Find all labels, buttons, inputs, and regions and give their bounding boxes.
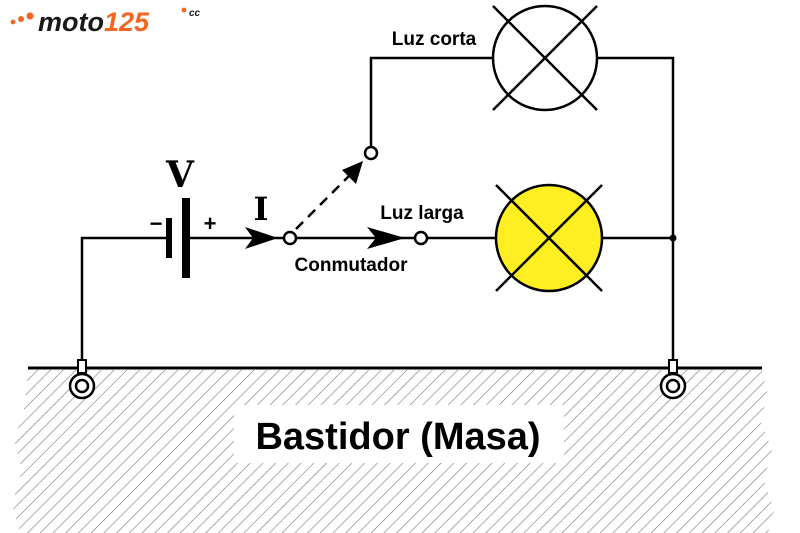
ground-label-background (234, 405, 564, 463)
switch-label: Conmutador (295, 255, 409, 276)
battery-plus-sign: + (204, 211, 217, 236)
logo-brand-suffix: cc (189, 8, 201, 19)
wire-left-ground (80, 236, 166, 362)
low-beam-lamp (491, 4, 599, 112)
high-beam-lamp-cross-b (495, 184, 603, 292)
ground-label: Bastidor (Masa) (255, 416, 540, 458)
switch-arrow (367, 227, 405, 249)
current-arrow (245, 227, 278, 249)
ground-terminal-right-icon (659, 359, 687, 400)
lowbeam-contact (363, 145, 379, 161)
battery-minus-sign: − (150, 211, 163, 236)
voltage-label: V (165, 154, 195, 196)
highbeam-contact (413, 230, 429, 246)
logo-dot-1 (10, 19, 16, 25)
junction-dot (669, 234, 677, 242)
high-beam-label: Luz larga (380, 203, 464, 224)
low-beam-label: Luz corta (392, 29, 477, 50)
logo-brand-number: 125 (104, 7, 150, 37)
ground-terminal-left-icon (68, 359, 96, 400)
low-beam-lamp-cross-b (492, 5, 598, 111)
moto125-logo: moto125 cc (10, 7, 201, 37)
logo-brand-text: moto (38, 7, 104, 37)
logo-dot-3 (26, 12, 34, 20)
dashed-switch-arrowhead (342, 161, 363, 184)
battery-negative-plate (166, 218, 172, 258)
current-label: I (254, 190, 269, 228)
logo-dot-2 (18, 16, 24, 22)
wire-lowbeam-contact (369, 56, 492, 146)
logo-wordmark: moto125 (38, 7, 150, 37)
battery-positive-plate (182, 198, 190, 278)
wire-lowbeam-return (598, 56, 675, 362)
logo-dot-4 (181, 7, 187, 13)
chassis-ground: Bastidor (Masa) (12, 366, 774, 533)
battery-symbol: − + (150, 198, 217, 278)
switch-pivot-contact (282, 230, 298, 246)
switch-dashed-lever (295, 172, 353, 230)
high-beam-lamp (494, 183, 604, 293)
